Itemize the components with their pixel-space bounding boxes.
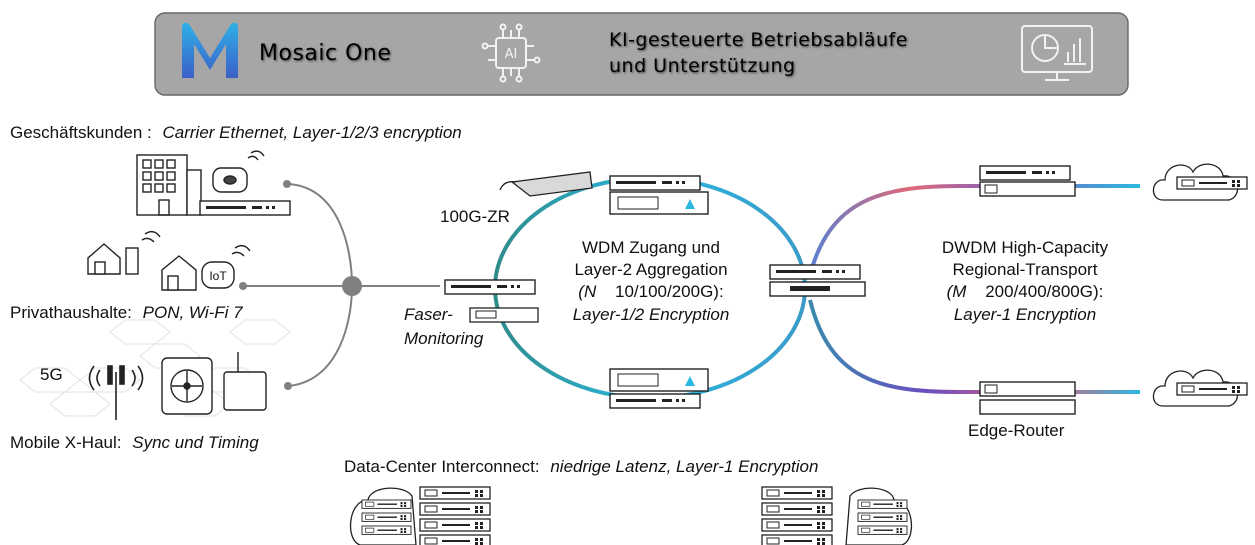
radio-unit-icon — [223, 352, 267, 411]
dci-label: Data-Center Interconnect: niedrige Laten… — [344, 457, 818, 476]
edge-router-node — [979, 381, 1076, 415]
transport-ring-line1: DWDM High-Capacity — [942, 238, 1109, 257]
access-ring-line3: (N 10/100/200G): — [578, 282, 723, 301]
transport-link-top — [808, 184, 1140, 276]
pluggable-label: 100G-ZR — [440, 207, 510, 226]
edge-router-label: Edge-Router — [968, 421, 1065, 440]
dci-datacenter-left — [349, 487, 417, 545]
access-ring-line1: WDM Zugang und — [582, 238, 720, 257]
mobile-label: Mobile X-Haul: Sync und Timing — [10, 433, 259, 452]
brand-name: Mosaic One — [259, 41, 391, 66]
access-ring-sym: (N — [578, 282, 597, 301]
fiber-monitoring-line2: Monitoring — [404, 329, 484, 348]
access-node-left — [444, 279, 539, 323]
transport-link-bottom — [808, 299, 1140, 394]
aggregation-hub — [342, 276, 362, 296]
fiber-monitoring-line1: Faser- — [404, 305, 453, 324]
dci-label-detail: niedrige Latenz, Layer-1 Encryption — [550, 457, 818, 476]
business-switch-icon — [199, 200, 291, 216]
transport-ring-sym: (M — [947, 282, 968, 301]
dci-label-title: Data-Center Interconnect: — [344, 457, 540, 476]
access-node-top — [609, 175, 709, 215]
transport-node-top — [979, 165, 1076, 197]
access-ring-line4: Layer-1/2 Encryption — [573, 305, 730, 324]
access-ring-rate: 10/100/200G): — [615, 282, 724, 301]
business-label: Geschäftskunden : Carrier Ethernet, Laye… — [10, 123, 462, 142]
transport-ring-line2: Regional-Transport — [953, 260, 1098, 279]
hub-node — [769, 264, 866, 297]
cell-tower-icon — [88, 365, 144, 420]
transport-ring-rate: 200/400/800G): — [985, 282, 1103, 301]
mobile-link-node — [284, 382, 292, 390]
banner-tagline-line1: KI-gesteuerte Betriebsabläufe — [609, 29, 908, 51]
house-icon-2 — [161, 255, 197, 291]
residential-label-title: Privathaushalte: — [10, 303, 132, 322]
small-cell-icon — [161, 357, 213, 415]
dci-node-right — [761, 486, 833, 545]
access-links — [244, 183, 440, 387]
transport-ring-line3: (M 200/400/800G): — [947, 282, 1104, 301]
ai-chip-label: AI — [505, 47, 518, 62]
iot-device-icon — [201, 244, 251, 289]
residential-label-detail: PON, Wi-Fi 7 — [143, 303, 244, 322]
access-ring-line2: Layer-2 Aggregation — [574, 260, 727, 279]
access-node-bottom — [609, 368, 709, 409]
business-label-detail: Carrier Ethernet, Layer-1/2/3 encryption — [163, 123, 462, 142]
5g-label: 5G — [40, 365, 63, 384]
analytics-monitor-icon — [1021, 25, 1093, 81]
wifi-access-point-icon — [212, 150, 265, 193]
banner-tagline-line2: und Unterstützung — [609, 55, 796, 77]
ai-chip-icon — [481, 23, 541, 83]
mosaic-logo-icon — [182, 22, 238, 79]
cloud-datacenter-top — [1152, 163, 1248, 201]
business-label-title: Geschäftskunden : — [10, 123, 152, 142]
business-link-node — [283, 180, 291, 188]
dci-datacenter-right — [845, 487, 913, 545]
cloud-datacenter-bottom — [1152, 369, 1248, 407]
iot-label: IoT — [209, 269, 227, 283]
residential-link-node — [239, 282, 247, 290]
residential-label: Privathaushalte: PON, Wi-Fi 7 — [10, 303, 243, 322]
dci-node-left — [419, 486, 491, 545]
pluggable-optic-icon — [499, 171, 593, 197]
house-icon — [87, 230, 161, 275]
mobile-label-detail: Sync und Timing — [132, 433, 259, 452]
banner-background — [154, 12, 1129, 96]
mobile-label-title: Mobile X-Haul: — [10, 433, 122, 452]
office-building-icon — [136, 154, 202, 216]
transport-ring-line4: Layer-1 Encryption — [954, 305, 1096, 324]
